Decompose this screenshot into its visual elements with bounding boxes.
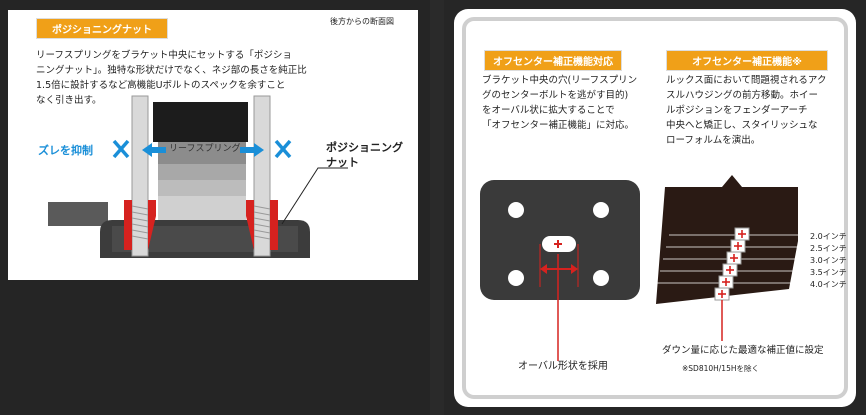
callout-line: ナット: [326, 156, 359, 169]
cross-left-icon: [112, 139, 130, 159]
oval-shape-caption: オーバル形状を採用: [518, 361, 608, 372]
leaf-spring-top: [158, 142, 246, 164]
positioning-nut-callout: ポジショニング ナット: [326, 140, 403, 170]
plate-hole: [593, 202, 609, 218]
desc-line: 「オフセンター補正機能」に対応。: [482, 120, 635, 131]
arrow-left-icon: [142, 143, 152, 157]
rear-section-diagram: [48, 95, 348, 258]
desc-line: 1.5倍に設計するなど高機能Uボルトのスペックを余すこと: [36, 80, 286, 91]
suppress-shift-label: ズレを抑制: [38, 144, 93, 157]
inch-label: 3.0インチ: [810, 256, 847, 265]
offcenter-diagrams: [480, 175, 804, 361]
leaf-spring-label: リーフスプリング: [169, 144, 241, 154]
desc-line: ブラケット中央の穴(リーフスプリン: [482, 75, 638, 86]
left-panel: ポジショニングナット 後方からの断面図 リーフスプリングをブラケット中央にセット…: [0, 0, 430, 415]
offcenter-support-badge: オフセンター補正機能対応: [484, 50, 622, 71]
oval-arrow-left-icon: [540, 264, 547, 274]
plate-hole: [593, 270, 609, 286]
positioning-nut-right-outer: [270, 200, 278, 250]
desc-line: ニングナット」。独特な形状だけでなく、ネジ部の長さを純正比: [36, 65, 307, 76]
inch-label: 2.5インチ: [810, 244, 847, 253]
positioning-nut-badge: ポジショニングナット: [36, 18, 168, 39]
plate-hole: [508, 202, 524, 218]
positioning-nut-description: リーフスプリングをブラケット中央にセットする「ポジショ ニングナット」。独特な形…: [36, 48, 416, 108]
axle-stub: [48, 202, 108, 226]
lowering-stack: [656, 175, 798, 304]
inch-label: 4.0インチ: [810, 280, 847, 289]
oval-center-mark: [554, 240, 562, 248]
desc-line: ルポジションをフェンダーアーチ: [666, 105, 808, 116]
offcenter-support-description: ブラケット中央の穴(リーフスプリン グのセンターボルトを逃がす目的) をオーバル…: [482, 73, 652, 133]
offcenter-function-badge: オフセンター補正機能※: [666, 50, 828, 71]
offcenter-function-description: ルックス面において問題視されるアク スルハウジングの前方移動。ホイー ルポジショ…: [666, 73, 856, 148]
nut-leader-line: [281, 167, 348, 225]
inch-label: 3.5インチ: [810, 268, 847, 277]
desc-line: をオーバル状に拡大することで: [482, 105, 615, 116]
desc-line: リーフスプリングをブラケット中央にセットする「ポジショ: [36, 50, 292, 61]
desc-line: ローフォルムを演出。: [666, 135, 761, 146]
desc-line: ルックス面において問題視されるアク: [666, 75, 827, 86]
positioning-nut-left-outer: [124, 200, 132, 250]
offcenter-card: オフセンター補正機能対応 ブラケット中央の穴(リーフスプリン グのセンターボルト…: [454, 9, 856, 407]
positioning-nut-right-inner: [246, 200, 254, 250]
cross-right-icon: [274, 139, 292, 159]
right-panel: オフセンター補正機能対応 ブラケット中央の穴(リーフスプリン グのセンターボルト…: [444, 0, 866, 415]
rear-section-view-label: 後方からの断面図: [330, 17, 394, 26]
positioning-nut-card: ポジショニングナット 後方からの断面図 リーフスプリングをブラケット中央にセット…: [8, 10, 418, 280]
desc-line: スルハウジングの前方移動。ホイー: [666, 90, 819, 101]
desc-line: 中央へと矯正し、スタイリッシュな: [666, 120, 818, 131]
inch-label: 2.0インチ: [810, 232, 847, 241]
optimal-correction-caption: ダウン量に応じた最適な補正値に設定: [662, 345, 824, 356]
upper-bracket-block: [153, 102, 248, 142]
u-bolt-left: [131, 95, 149, 257]
exclusion-note: ※SD810H/15Hを除く: [682, 364, 759, 373]
u-bolt-right: [253, 95, 271, 257]
positioning-nut-left-inner: [148, 200, 156, 250]
desc-line: なく引き出す。: [36, 95, 102, 106]
arrow-right-icon: [254, 143, 264, 157]
desc-line: グのセンターボルトを逃がす目的): [482, 90, 629, 101]
plate-hole: [508, 270, 524, 286]
offcenter-card-frame: [462, 17, 848, 399]
oval-arrow-right-icon: [571, 264, 578, 274]
callout-line: ポジショニング: [326, 141, 403, 154]
